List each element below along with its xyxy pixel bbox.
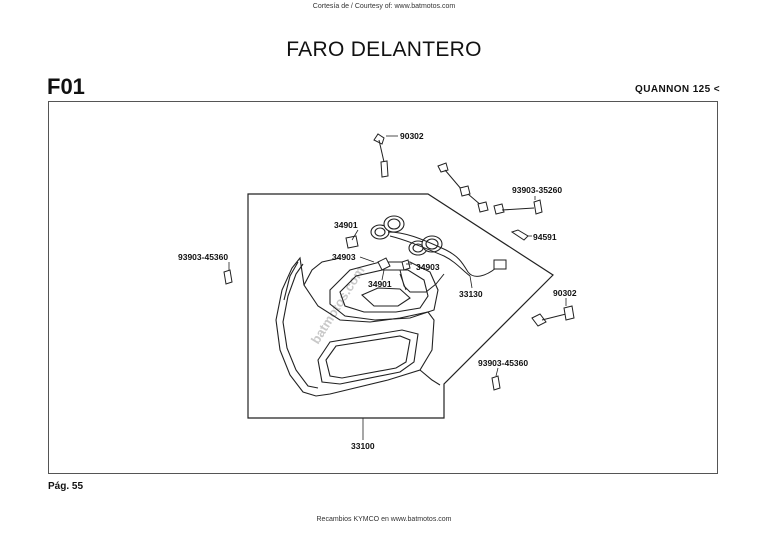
courtesy-line: Cortesía de / Courtesy of: www.batmotos.… [312, 3, 456, 10]
assembly-outline [247, 193, 554, 419]
socket-rings [370, 215, 443, 256]
leader-lines [228, 135, 567, 440]
part-label-34903-right: 34903 [416, 262, 440, 272]
part-label-90302-top: 90302 [400, 131, 424, 141]
model-name: QUANNON 125 < [635, 84, 720, 95]
part-label-34901-top: 34901 [334, 220, 358, 230]
part-label-93903-45360-right: 93903-45360 [478, 358, 528, 368]
part-label-93903-35260: 93903-35260 [512, 185, 562, 195]
section-code: F01 [47, 74, 85, 99]
part-label-94591: 94591 [533, 232, 557, 242]
headlight-housing [275, 256, 441, 397]
part-label-33100: 33100 [351, 441, 375, 451]
footer-credit: Recambios KYMCO en www.batmotos.com [316, 516, 452, 523]
part-label-90302-right: 90302 [553, 288, 577, 298]
part-label-33130: 33130 [459, 289, 483, 299]
part-label-34903-left: 34903 [332, 252, 356, 262]
bulbs [345, 235, 411, 271]
wiring-harness [387, 231, 507, 293]
page-number: Pág. 55 [48, 481, 84, 492]
diagram-frame [48, 101, 718, 474]
part-label-93903-45360-left: 93903-45360 [178, 252, 228, 262]
page-title: FARO DELANTERO [286, 38, 482, 61]
part-label-34901-bottom: 34901 [368, 279, 392, 289]
hardware [223, 133, 575, 391]
